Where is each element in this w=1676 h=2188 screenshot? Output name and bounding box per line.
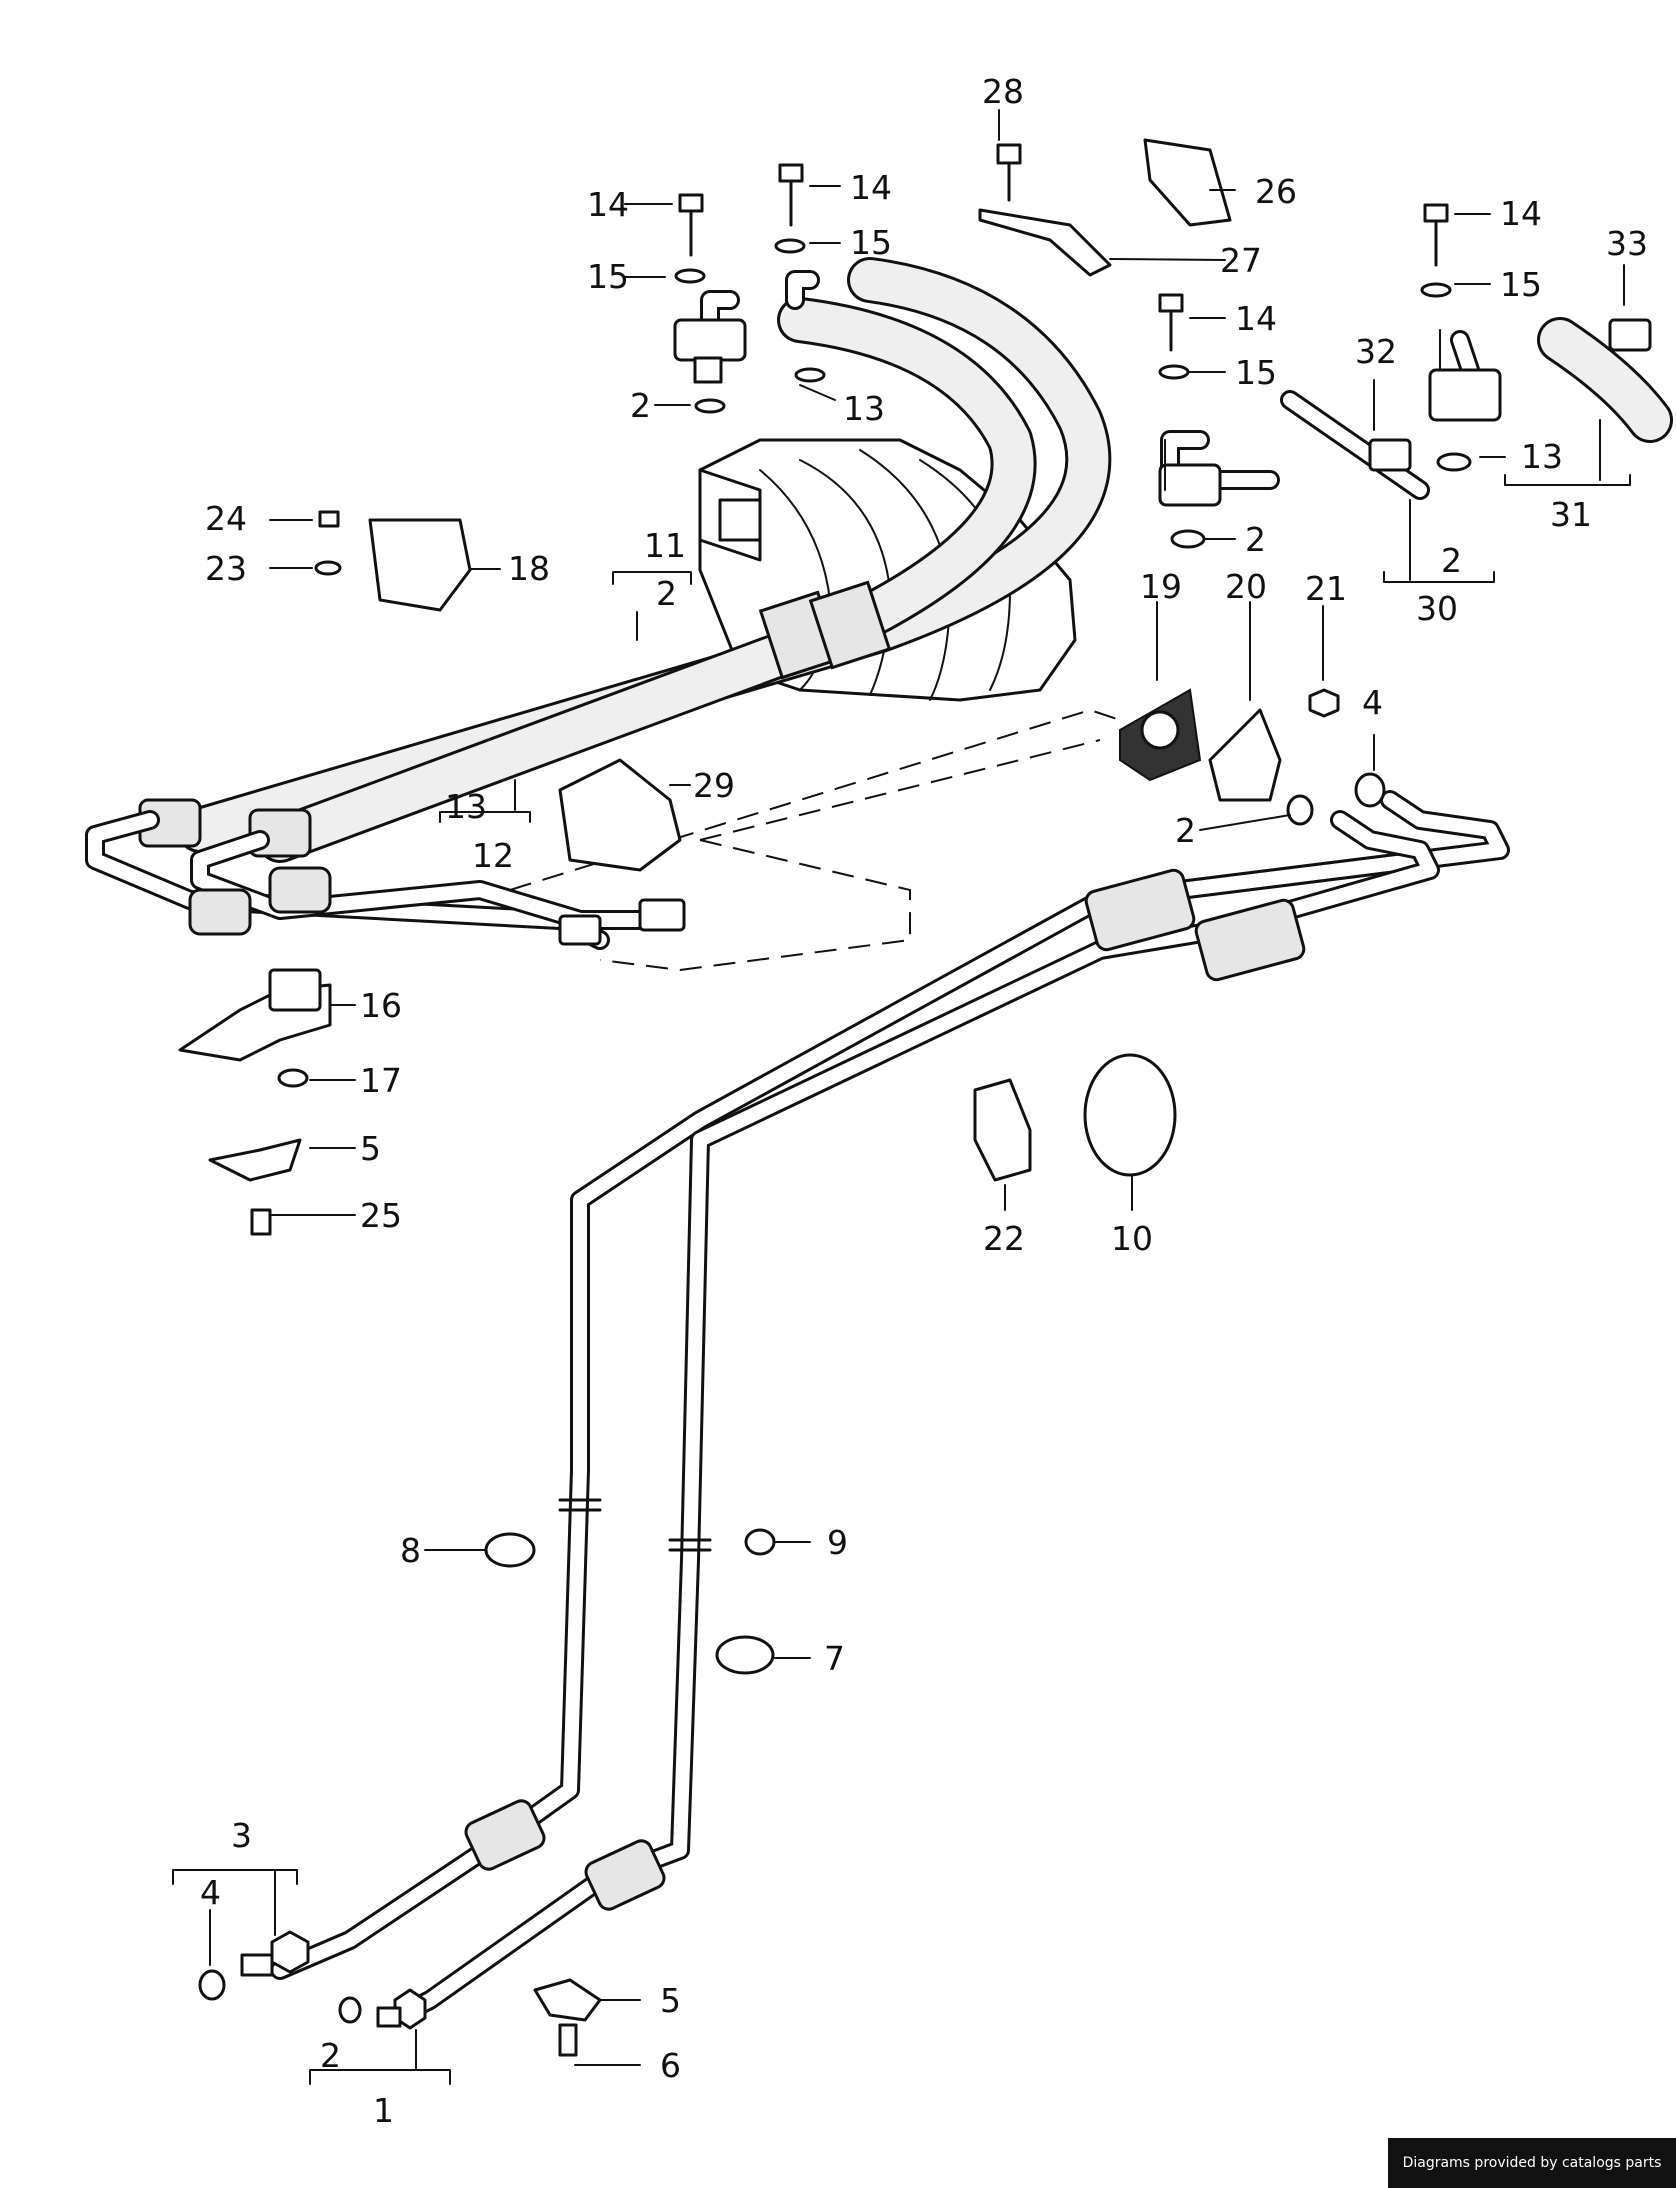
callout-21: 21	[1305, 569, 1347, 608]
callout-15: 15	[1500, 265, 1542, 304]
main-pipes	[270, 790, 1510, 2020]
callout-9: 9	[827, 1523, 848, 1562]
callout-10: 10	[1111, 1219, 1153, 1258]
callout-20: 20	[1225, 567, 1267, 606]
callout-4: 4	[200, 1873, 221, 1912]
callout-24: 24	[205, 499, 247, 538]
callout-17: 17	[360, 1061, 402, 1100]
callout-29: 29	[693, 766, 735, 805]
callout-2: 2	[1441, 541, 1462, 580]
callout-11: 11	[644, 526, 686, 565]
callout-5: 5	[360, 1129, 381, 1168]
callout-18: 18	[508, 549, 550, 588]
callout-15: 15	[850, 223, 892, 262]
left-pipe-loop	[85, 810, 686, 950]
callout-25: 25	[360, 1196, 402, 1235]
callout-32: 32	[1355, 332, 1397, 371]
callout-2: 2	[630, 386, 651, 425]
callout-13: 13	[445, 787, 487, 826]
callout-8: 8	[400, 1531, 421, 1570]
callout-2: 2	[320, 2036, 341, 2075]
callout-2: 2	[1245, 520, 1266, 559]
callout-19: 19	[1140, 567, 1182, 606]
callout-15: 15	[587, 257, 629, 296]
callout-31: 31	[1550, 495, 1592, 534]
small-parts	[178, 138, 1472, 2057]
callout-12: 12	[472, 836, 514, 875]
callout-3: 3	[231, 1816, 252, 1855]
callout-23: 23	[205, 549, 247, 588]
diagram-credit: Diagrams provided by catalogs parts	[1388, 2138, 1676, 2188]
callout-14: 14	[850, 168, 892, 207]
callout-2: 2	[1175, 811, 1196, 850]
callout-14: 14	[1235, 299, 1277, 338]
callout-16: 16	[360, 986, 402, 1025]
suction-hose-assembly	[138, 257, 1112, 863]
callout-15: 15	[1235, 353, 1277, 392]
callout-5: 5	[660, 1981, 681, 2020]
callout-7: 7	[824, 1639, 845, 1678]
callout-14: 14	[587, 185, 629, 224]
leader-lines	[172, 109, 1631, 2085]
callout-2: 2	[656, 574, 677, 613]
callout-27: 27	[1220, 241, 1262, 280]
compressor-fittings	[673, 270, 820, 384]
callout-labels: 28 26 27 14 15 14 15 2 13 14 15 14 15 33…	[200, 72, 1648, 2130]
callout-26: 26	[1255, 172, 1297, 211]
callout-6: 6	[660, 2046, 681, 2085]
callout-14: 14	[1500, 194, 1542, 233]
callout-13: 13	[1521, 437, 1563, 476]
callout-4: 4	[1362, 683, 1383, 722]
callout-30: 30	[1416, 589, 1458, 628]
callout-1: 1	[373, 2091, 394, 2130]
callout-28: 28	[982, 72, 1024, 111]
routing-dashed-lines	[509, 708, 1121, 972]
right-connections	[1158, 317, 1673, 507]
callout-33: 33	[1606, 224, 1648, 263]
callout-22: 22	[983, 1219, 1025, 1258]
callout-13: 13	[843, 389, 885, 428]
